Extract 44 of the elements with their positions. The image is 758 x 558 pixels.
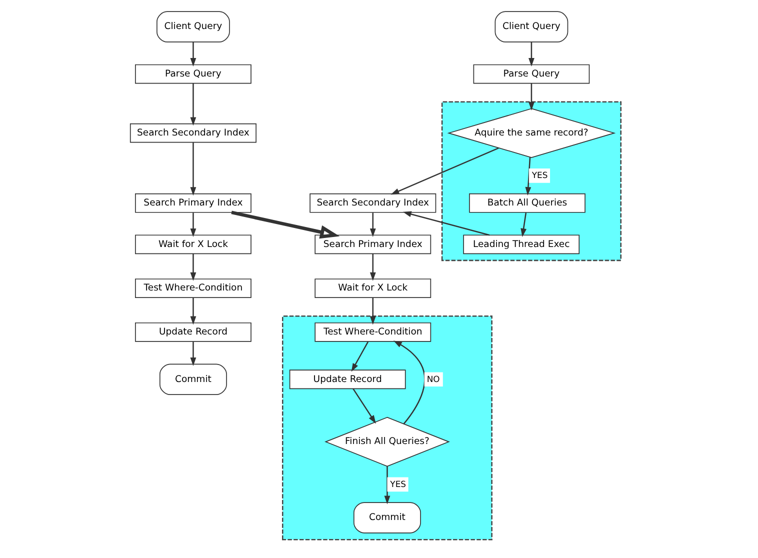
arrow [384, 466, 390, 504]
arrow [402, 211, 490, 236]
node-box: Update Record [289, 370, 406, 390]
arrow [370, 212, 376, 237]
node-box: Test Where-Condition [314, 322, 432, 342]
arrow [190, 42, 196, 66]
node-diamond: Aquire the same record? [447, 108, 616, 158]
arrow [231, 210, 340, 239]
arrow [528, 42, 534, 66]
node-box: Batch All Queries [469, 193, 586, 213]
node-box: Commit [159, 364, 227, 395]
arrow [370, 254, 376, 281]
node-box: Client Query [494, 11, 568, 42]
node-box: Update Record [135, 322, 252, 342]
arrow [352, 388, 376, 424]
node-box: Search Primary Index [314, 234, 432, 254]
node-box: Search Secondary Index [130, 123, 256, 143]
arrow [190, 212, 196, 237]
edge-label: YES [390, 478, 406, 489]
arrow [370, 298, 376, 325]
node-box: Wait for X Lock [135, 234, 252, 254]
node-box: Search Primary Index [135, 193, 252, 213]
arrow [520, 212, 527, 237]
arrow [525, 157, 532, 196]
edge-label: NO [426, 374, 440, 384]
edge-label: YES [532, 170, 548, 180]
arrow [190, 298, 196, 325]
node-box: Client Query [156, 11, 230, 42]
arrow [390, 147, 499, 195]
arrow [190, 142, 196, 196]
node-box: Test Where-Condition [135, 278, 252, 298]
node-box: Wait for X Lock [314, 278, 432, 298]
node-diamond: Finish All Queries? [324, 416, 450, 467]
node-box: Commit [353, 502, 421, 534]
arrow [190, 83, 196, 126]
arrow [351, 341, 369, 372]
arrow [190, 342, 196, 366]
node-box: Leading Thread Exec [463, 234, 580, 254]
arrow [190, 254, 196, 281]
node-box: Search Secondary Index [310, 193, 436, 213]
arrow [393, 340, 426, 424]
arrow [528, 83, 534, 111]
node-box: Parse Query [473, 64, 590, 84]
node-box: Parse Query [135, 64, 252, 84]
